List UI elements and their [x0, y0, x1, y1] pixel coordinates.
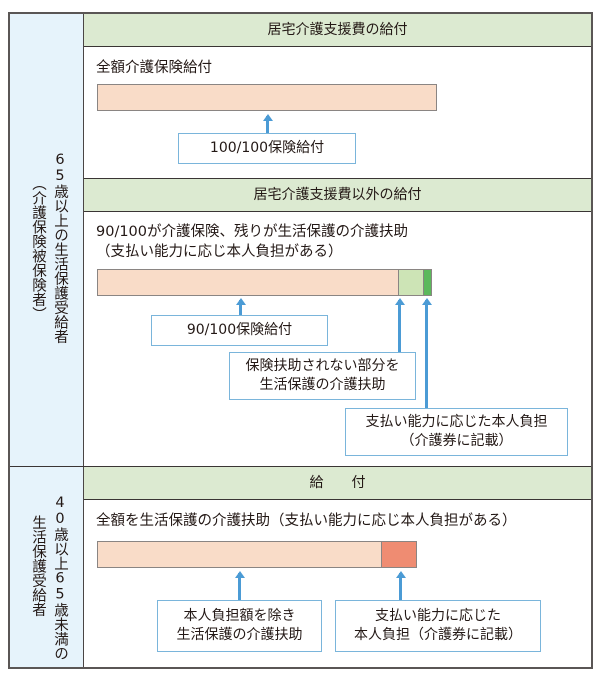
section2-callout-assistance: 保険扶助されない部分を 生活保護の介護扶助: [229, 352, 416, 400]
section2-arrow-assistance: [394, 298, 405, 352]
section3-bar: [97, 541, 417, 568]
section3-header: 給 付: [84, 467, 591, 500]
section3-callout-self-pay: 支払い能力に応じた 本人負担（介護券に記載）: [335, 600, 541, 652]
section3-callout-assistance-line1: 本人負担額を除き: [183, 608, 296, 624]
section2-arrow-self-pay: [421, 298, 432, 408]
section-divider: [84, 178, 591, 179]
left-label-group-65plus: 65歳以上の生活保護受給者 （介護保険被保険者）: [10, 14, 84, 467]
section3-arrow-assistance: [234, 571, 245, 600]
section1-header: 居宅介護支援費の給付: [84, 14, 591, 47]
section2-description-line1: 90/100が介護保険、残りが生活保護の介護扶助: [96, 224, 409, 240]
section2-callout-self-pay-line1: 支払い能力に応じた本人負担: [365, 414, 548, 430]
section2-bar-segment-2: [422, 270, 431, 295]
section2-callout-self-pay-line2: （介護券に記載）: [400, 433, 513, 449]
section3-arrow-self-pay: [395, 571, 406, 600]
left-label-40to65-line1: 40歳以上65歳未満の: [52, 495, 68, 661]
section3-callout-assistance-line2: 生活保護の介護扶助: [176, 627, 303, 643]
section3-callout-self-pay-line1: 支払い能力に応じた: [375, 608, 501, 624]
section3-bar-segment-0: [98, 542, 382, 567]
section3-bar-segment-1: [381, 542, 416, 567]
left-label-65plus-line2: （介護保険被保険者）: [30, 176, 46, 321]
section1-callout: 100/100保険給付: [178, 133, 356, 164]
section1-callout-text: 100/100保険給付: [209, 140, 325, 156]
section2-bar: [97, 269, 432, 296]
section2-callout-insurance-text: 90/100保険給付: [186, 322, 293, 338]
section2-callout-assistance-line1: 保険扶助されない部分を: [245, 358, 400, 374]
section2-callout-self-pay: 支払い能力に応じた本人負担 （介護券に記載）: [345, 408, 568, 456]
section2-description-line2: （支払い能力に応じ本人負担がある）: [96, 244, 343, 260]
section1-arrow: [262, 114, 273, 133]
section2-bar-segment-1: [397, 270, 423, 295]
section2-bar-segment-0: [98, 270, 398, 295]
section2-header: 居宅介護支援費以外の給付: [84, 179, 591, 212]
left-label-65plus-line1: 65歳以上の生活保護受給者: [52, 152, 68, 344]
section1-description: 全額介護保険給付: [96, 60, 212, 76]
section3-callout-self-pay-line2: 本人負担（介護券に記載）: [354, 627, 522, 643]
section3-description: 全額を生活保護の介護扶助（支払い能力に応じ本人負担がある）: [96, 513, 517, 529]
section1-bar-segment-0: [98, 85, 436, 110]
section1-bar: [97, 84, 437, 111]
group-divider: [10, 466, 591, 467]
section2-callout-insurance: 90/100保険給付: [151, 315, 328, 346]
section2-arrow-insurance: [235, 298, 246, 315]
section3-callout-assistance: 本人負担額を除き 生活保護の介護扶助: [157, 600, 322, 652]
left-label-group-40to65: 40歳以上65歳未満の 生活保護受給者: [10, 467, 84, 667]
left-label-40to65-line2: 生活保護受給者: [30, 515, 46, 617]
section2-callout-assistance-line2: 生活保護の介護扶助: [259, 377, 386, 393]
diagram-frame: [8, 12, 593, 669]
